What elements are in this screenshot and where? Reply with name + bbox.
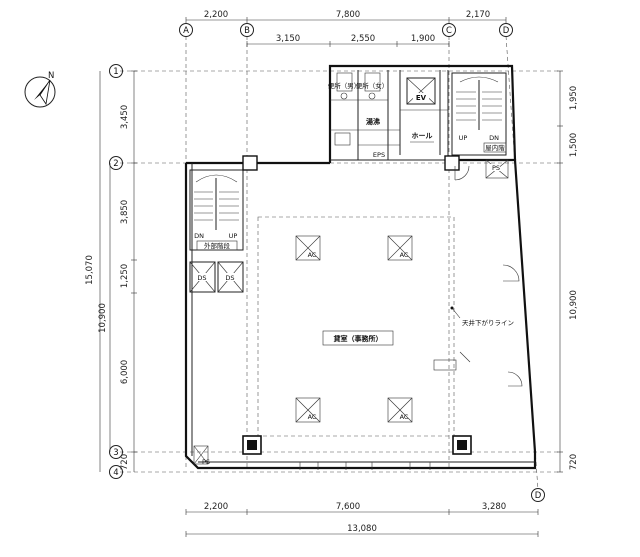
dim-bottom-total: 13,080 xyxy=(347,524,377,534)
row-bubble-1: 1 xyxy=(109,64,123,78)
core-area: 便所（男） 便所（女） 湯沸 EPS EV ホール xyxy=(328,70,449,161)
column-bubble-a: A xyxy=(179,23,193,37)
dim-top-3: 2,170 xyxy=(466,10,490,20)
dim-right-4: 720 xyxy=(569,454,579,470)
ac-unit-2: AC xyxy=(387,235,413,261)
column-label-d: D xyxy=(503,26,510,36)
dim-bottom-1: 2,200 xyxy=(204,502,228,512)
label-elevator: EV xyxy=(416,94,427,102)
right-dimensions: 1,950 1,500 10,900 720 xyxy=(557,70,579,473)
label-ac-4: AC xyxy=(400,413,409,421)
column-bubble-d-bottom: D xyxy=(531,488,545,502)
left-dimensions: 15,070 3,450 3,850 1,250 6,000 720 10,90… xyxy=(85,70,137,472)
row-bubble-4: 4 xyxy=(109,465,123,479)
dim-top-inner-3: 1,900 xyxy=(411,34,435,44)
top-dimensions: 2,200 7,800 2,170 3,150 2,550 1,900 xyxy=(185,10,507,47)
dim-left-1: 3,450 xyxy=(120,105,130,129)
label-ext-stair-dn: DN xyxy=(194,232,204,240)
label-ext-stair-up: UP xyxy=(229,232,238,240)
structural-columns xyxy=(242,155,472,455)
column-label-b: B xyxy=(244,26,250,36)
column-label-d-bottom: D xyxy=(535,491,542,501)
label-toilet-female: 便所（女） xyxy=(356,81,389,90)
label-toilet-male: 便所（男） xyxy=(328,81,361,90)
window-marks xyxy=(299,462,431,470)
row-label-2: 2 xyxy=(113,159,118,169)
label-eps: EPS xyxy=(373,151,385,159)
label-indoor-stair-up: UP xyxy=(459,134,468,142)
label-ext-stair: 外部階段 xyxy=(204,241,231,250)
dim-left-total: 15,070 xyxy=(85,255,95,285)
dim-left-3: 720 xyxy=(120,454,130,470)
ceiling-note: 天井下がりライン xyxy=(450,306,514,327)
label-indoor-stair: 屋内階 xyxy=(485,143,505,152)
doors xyxy=(454,165,523,387)
label-ps-top: PS xyxy=(492,164,500,172)
label-ps-bottom: PS xyxy=(202,458,210,466)
dim-top-1: 2,200 xyxy=(204,10,228,20)
dim-bottom-3: 3,280 xyxy=(482,502,506,512)
row-bubble-3: 3 xyxy=(109,445,123,459)
dim-left-2: 3,850 xyxy=(120,200,130,224)
dim-right-3: 10,900 xyxy=(569,290,579,320)
row-label-4: 4 xyxy=(113,468,118,478)
label-ac-1: AC xyxy=(308,251,317,259)
label-ac-3: AC xyxy=(308,413,317,421)
label-indoor-stair-dn: DN xyxy=(489,134,499,142)
dim-right-1: 1,950 xyxy=(569,86,579,110)
label-ds-1: DS xyxy=(197,274,206,282)
label-hall: ホール xyxy=(412,132,433,140)
external-stair: DN UP 外部階段 xyxy=(189,169,244,251)
label-ac-2: AC xyxy=(400,251,409,259)
label-ceiling-note: 天井下がりライン xyxy=(462,318,514,327)
row-label-3: 3 xyxy=(113,448,118,458)
ps-bottom-left: PS xyxy=(193,445,210,466)
dim-right-2: 1,500 xyxy=(569,133,579,157)
ac-unit-3: AC xyxy=(295,397,321,423)
building-outline xyxy=(184,64,537,470)
ceiling-drop-line xyxy=(257,216,455,437)
label-main-office: 貸室（事務所） xyxy=(333,334,383,343)
dim-left-inner-2: 10,900 xyxy=(98,303,108,333)
column-label-a: A xyxy=(183,26,189,36)
label-kitchen: 湯沸 xyxy=(366,117,380,126)
compass-north-label: N xyxy=(48,71,54,81)
dim-left-inner-1: 1,250 xyxy=(120,264,130,288)
ds-shafts: DS DS xyxy=(189,261,244,293)
ac-unit-4: AC xyxy=(387,397,413,423)
north-compass: N xyxy=(24,71,56,108)
label-ds-2: DS xyxy=(225,274,234,282)
main-office-room: 貸室（事務所） xyxy=(322,330,394,346)
dim-top-inner-2: 2,550 xyxy=(351,34,375,44)
dim-top-2: 7,800 xyxy=(336,10,360,20)
column-bubble-b: B xyxy=(240,23,254,37)
column-bubble-c: C xyxy=(442,23,456,37)
ac-unit-1: AC xyxy=(295,235,321,261)
row-label-1: 1 xyxy=(113,67,118,77)
column-bubble-d: D xyxy=(499,23,513,37)
dim-bottom-2: 7,600 xyxy=(336,502,360,512)
indoor-stair: UP DN 屋内階 PS xyxy=(451,72,509,179)
dim-top-inner-1: 3,150 xyxy=(276,34,300,44)
bottom-dimensions: 2,200 7,600 3,280 13,080 xyxy=(185,502,539,537)
row-bubble-2: 2 xyxy=(109,156,123,170)
column-label-c: C xyxy=(446,26,452,36)
dim-left-inner-3: 6,000 xyxy=(120,360,130,384)
